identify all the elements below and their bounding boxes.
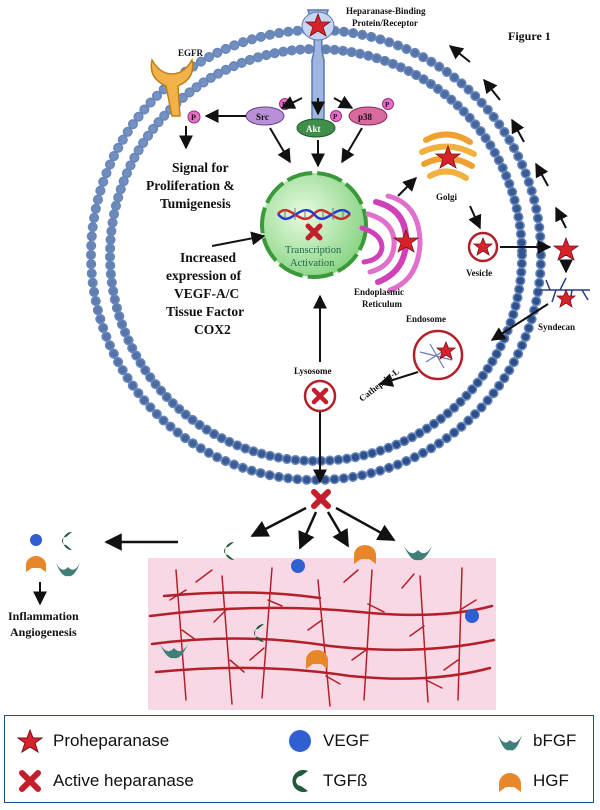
ecm-bfgf-icon-2: [160, 644, 188, 659]
signal-label-line3: Tumigenesis: [160, 196, 231, 211]
legend-item-bfgf: bFGF: [497, 728, 576, 754]
er-label-line2: Reticulum: [362, 299, 402, 309]
legend-item-tgfb: TGFß: [287, 768, 367, 794]
svg-text:P: P: [333, 113, 338, 121]
kinase-p38: p38 P: [348, 98, 394, 126]
outcome-label-line1: Inflammation: [8, 609, 79, 623]
tgfb-legend-icon: [292, 770, 308, 792]
active-heparanase-legend-cross-icon: [19, 770, 41, 792]
secreted-proheparanase-star-icon: [552, 236, 580, 261]
active-heparanase-cross-icon: [305, 223, 323, 241]
cathepsin-label: Cathepsin-L: [357, 366, 401, 403]
heparanase-receptor: [301, 9, 335, 124]
svg-text:P: P: [385, 101, 390, 109]
signal-label-line2: Proliferation &: [146, 178, 235, 193]
ecm-vegf-icon: [291, 559, 305, 573]
endosome-label: Endosome: [406, 314, 446, 324]
outcome-label-line2: Angiogenesis: [10, 625, 77, 639]
legend-item-vegf: VEGF: [287, 728, 369, 754]
endoplasmic-reticulum-icon: [359, 193, 423, 293]
legend-label-proheparanase: Proheparanase: [53, 731, 170, 750]
expression-label-line1: Increased: [180, 250, 236, 265]
expression-label-line2: expression of: [166, 268, 242, 283]
golgi-label: Golgi: [436, 192, 458, 202]
egfr-label: EGFR: [178, 48, 204, 58]
legend-label-active-heparanase: Active heparanase: [53, 771, 194, 790]
ecm-tgfb-icon: [224, 542, 234, 560]
kinase-src: Src P: [245, 98, 291, 126]
vegf-icon: [30, 534, 42, 546]
endosome-icon: [412, 329, 464, 381]
bfgf-icon: [56, 563, 80, 577]
syndecan-icon: [540, 277, 590, 308]
bfgf-legend-icon: [498, 735, 522, 751]
kinase-p38-label: p38: [358, 112, 373, 122]
er-label-line1: Endoplasmic: [354, 287, 404, 297]
degradation-arrows: [104, 506, 396, 551]
figure-title: Figure 1: [508, 29, 551, 43]
syndecan-label: Syndecan: [538, 322, 575, 332]
proheparanase-star-icon: [304, 12, 332, 37]
ecm-hgf-icon: [354, 545, 376, 564]
lysosome-icon: [303, 379, 337, 413]
vesicle-label: Vesicle: [466, 268, 492, 278]
ecm-hgf-icon-2: [306, 650, 328, 669]
kinase-akt-label: Akt: [306, 124, 321, 134]
hgf-legend-icon: [499, 773, 521, 792]
tgfb-icon: [62, 532, 72, 550]
signaling-arrows: [179, 95, 363, 168]
ecm-tgfb-icon-2: [254, 624, 264, 642]
receptor-label-line1: Heparanase-Binding: [346, 6, 426, 16]
legend-label-tgfb: TGFß: [323, 771, 368, 790]
nucleus-label-line2: Activation: [290, 258, 335, 269]
vesicle-icon: [467, 231, 499, 263]
heparanase-diagram: Figure 1 Heparanase-Binding Protein/Rece…: [8, 6, 590, 710]
released-growth-factors: [26, 532, 80, 577]
legend-item-active-heparanase: Active heparanase: [17, 768, 194, 794]
recycling-arrows: [448, 45, 573, 274]
nucleus: [260, 171, 368, 279]
kinase-src-label: Src: [256, 112, 269, 122]
proheparanase-legend-star-icon: [17, 728, 43, 754]
expression-arrow: [211, 231, 266, 247]
phospho-label: P: [191, 113, 196, 122]
hgf-icon: [26, 556, 46, 572]
kinase-akt: Akt P: [296, 110, 342, 138]
legend-item-hgf: HGF: [497, 768, 569, 794]
receptor-label-line2: Protein/Receptor: [352, 18, 418, 28]
ecm-vegf-icon-2: [465, 609, 479, 623]
legend-label-vegf: VEGF: [323, 731, 370, 750]
legend-item-proheparanase: Proheparanase: [17, 728, 169, 754]
expression-label-line5: COX2: [194, 322, 231, 337]
golgi-icon: [419, 131, 477, 181]
nucleus-label-line1: Transcription: [285, 245, 342, 256]
ecm-bfgf-icon: [404, 546, 432, 561]
expression-label-line3: VEGF-A/C: [174, 286, 239, 301]
expression-label-line4: Tissue Factor: [166, 304, 244, 319]
legend: Proheparanase Active heparanase VEGF TGF…: [4, 715, 594, 803]
legend-label-bfgf: bFGF: [533, 731, 577, 750]
egfr-receptor-icon: [150, 57, 194, 117]
phospho-egfr-icon: [187, 110, 201, 124]
signal-label-line1: Signal for: [172, 160, 229, 175]
legend-label-hgf: HGF: [533, 771, 569, 790]
lysosome-label: Lysosome: [294, 366, 332, 376]
extracellular-matrix: [148, 542, 496, 710]
vegf-legend-icon: [289, 730, 311, 752]
secreted-heparanase-cross-icon: [311, 489, 331, 509]
